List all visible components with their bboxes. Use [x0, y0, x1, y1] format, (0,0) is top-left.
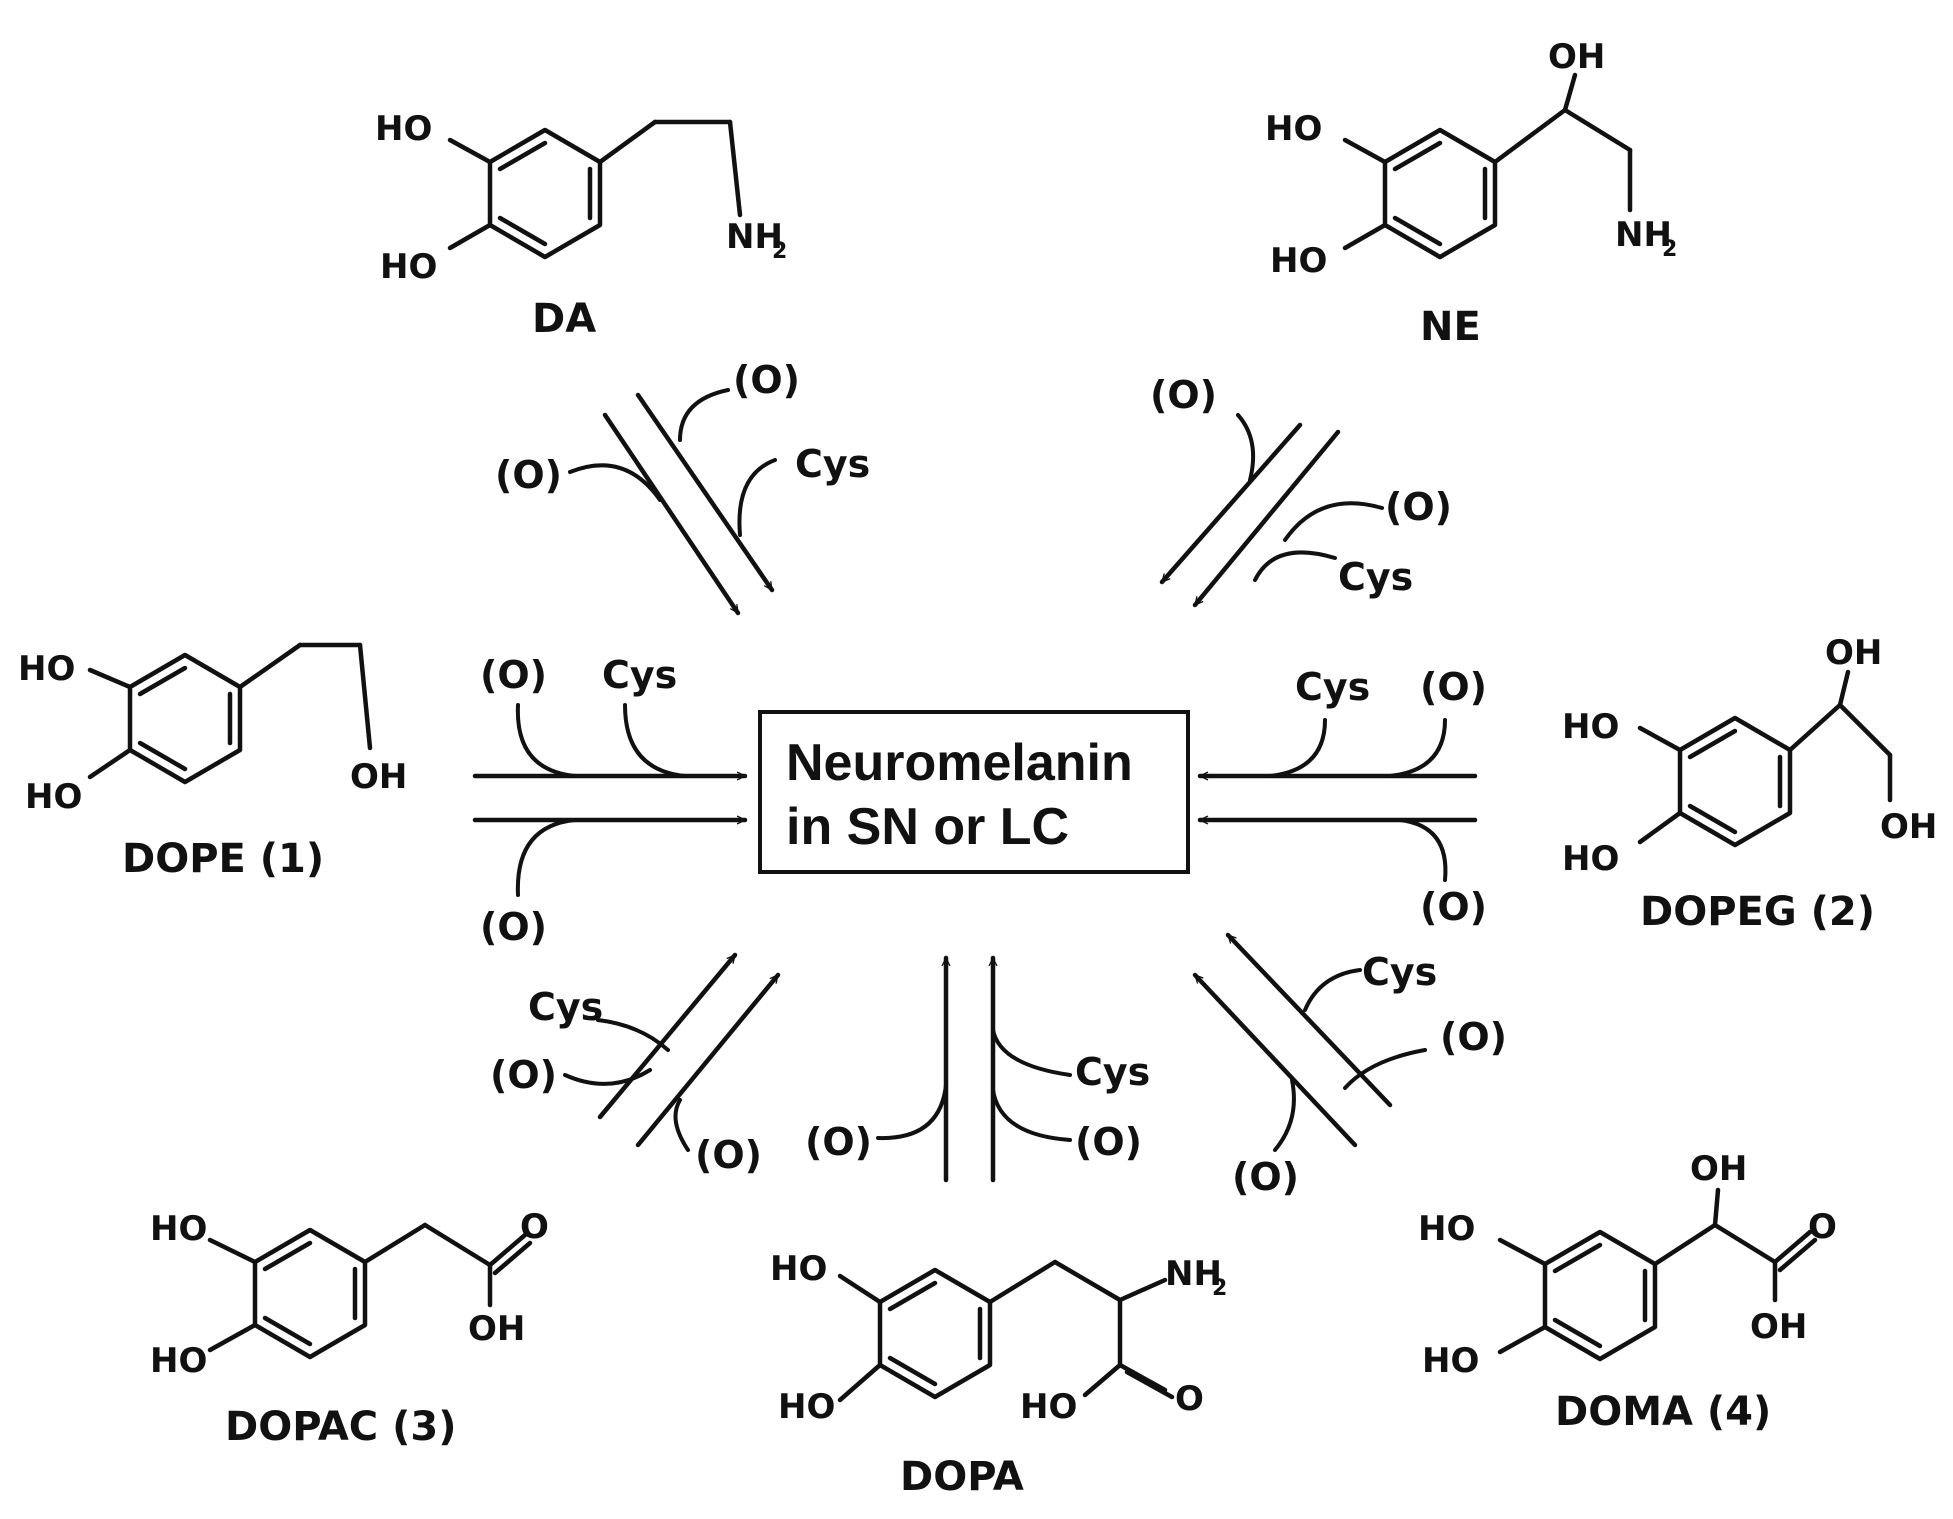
doma-ho-top: HO [1418, 1209, 1475, 1249]
center-label-line2: in SN or LC [786, 798, 1069, 856]
da-ho-top: HO [375, 109, 432, 149]
ne-ho-bottom: HO [1270, 241, 1327, 281]
center-label-line1: Neuromelanin [786, 734, 1133, 792]
doma-oh-top: OH [1690, 1149, 1747, 1189]
compound-dopeg: HO HO OH OH DOPEG (2) [1562, 633, 1937, 935]
pathway-doma: Cys (O) (O) [1192, 932, 1507, 1199]
compound-ne: HO HO OH NH 2 NE [1265, 37, 1677, 350]
da-ho-bottom: HO [380, 247, 437, 287]
ne-nh2: NH [1615, 215, 1672, 255]
dope-name: DOPE (1) [122, 836, 324, 882]
compound-doma: HO HO OH O OH DOMA (4) [1418, 1149, 1837, 1435]
doma-ho-bottom: HO [1422, 1341, 1479, 1381]
pathway-dopac: Cys (O) (O) [490, 952, 781, 1177]
dopac-ho-top: HO [150, 1209, 207, 1249]
da-name: DA [532, 296, 596, 342]
compound-dopac: HO HO O OH DOPAC (3) [150, 1207, 549, 1450]
dopac-ho-bottom: HO [150, 1341, 207, 1381]
dopa-cysteine: Cys [1075, 1050, 1150, 1094]
dopeg-name: DOPEG (2) [1640, 889, 1875, 935]
dope-ho-top: HO [18, 649, 75, 689]
dopeg-oh-top: OH [1825, 633, 1882, 673]
dopeg-ho-bottom: HO [1562, 839, 1619, 879]
ne-ho-top: HO [1265, 109, 1322, 149]
dopac-o: O [520, 1207, 549, 1247]
pathway-dopeg: Cys (O) (O) [1197, 665, 1487, 929]
dopa-ho-acid: HO [1020, 1387, 1077, 1427]
da-oxidation-top: (O) [733, 358, 800, 402]
dopac-cysteine: Cys [528, 985, 603, 1029]
dopeg-ho-top: HO [1562, 707, 1619, 747]
pathway-da: (O) (O) Cys [495, 358, 870, 616]
ne-nh2-subscript: 2 [1662, 237, 1677, 262]
dopa-ho-bottom: HO [778, 1387, 835, 1427]
doma-o: O [1808, 1207, 1837, 1247]
dope-cysteine: Cys [602, 653, 677, 697]
compound-dopa: HO HO NH 2 HO O DOPA [770, 1249, 1227, 1500]
dopac-oh: OH [468, 1309, 525, 1349]
doma-oxidation-right: (O) [1440, 1015, 1507, 1059]
dopeg-oxidation-bottom: (O) [1420, 885, 1487, 929]
compound-da: HO HO NH 2 DA [375, 109, 787, 342]
ne-oxidation-top: (O) [1150, 373, 1217, 417]
dopeg-oh-end: OH [1880, 807, 1937, 847]
dope-oxidation-top: (O) [480, 653, 547, 697]
pathway-dope: (O) Cys (O) [472, 653, 748, 949]
ne-name: NE [1420, 304, 1481, 350]
da-oxidation-left: (O) [495, 453, 562, 497]
dopa-oxidation-left: (O) [805, 1120, 872, 1164]
da-nh2: NH [726, 217, 783, 257]
dopa-name: DOPA [900, 1454, 1024, 1500]
doma-oxidation-bottom: (O) [1232, 1155, 1299, 1199]
ne-oh: OH [1548, 37, 1605, 77]
neuromelanin-box: Neuromelanin in SN or LC [758, 710, 1190, 874]
dopa-nh2-subscript: 2 [1212, 1276, 1227, 1301]
doma-name: DOMA (4) [1555, 1389, 1771, 1435]
dope-ho-bottom: HO [25, 777, 82, 817]
ne-oxidation-right: (O) [1385, 485, 1452, 529]
da-nh2-subscript: 2 [772, 239, 787, 264]
dopa-oxidation-right: (O) [1075, 1120, 1142, 1164]
dopac-oxidation-left: (O) [490, 1053, 557, 1097]
ne-cysteine: Cys [1338, 555, 1413, 599]
dopa-o: O [1175, 1379, 1204, 1419]
dopa-ho-top: HO [770, 1249, 827, 1289]
dopa-nh2: NH [1165, 1254, 1222, 1294]
dopeg-oxidation-top: (O) [1420, 665, 1487, 709]
dopac-name: DOPAC (3) [225, 1404, 456, 1450]
compound-dope: HO HO OH DOPE (1) [18, 642, 407, 882]
doma-oh: OH [1750, 1307, 1807, 1347]
dopeg-cysteine: Cys [1295, 665, 1370, 709]
pathway-ne: (O) (O) Cys [1150, 373, 1452, 608]
dope-oxidation-bottom: (O) [480, 905, 547, 949]
doma-cysteine: Cys [1362, 950, 1437, 994]
dope-oh: OH [350, 757, 407, 797]
pathway-dopa: (O) Cys (O) [805, 955, 1150, 1183]
dopac-oxidation-bottom: (O) [695, 1133, 762, 1177]
da-cysteine: Cys [795, 442, 870, 486]
